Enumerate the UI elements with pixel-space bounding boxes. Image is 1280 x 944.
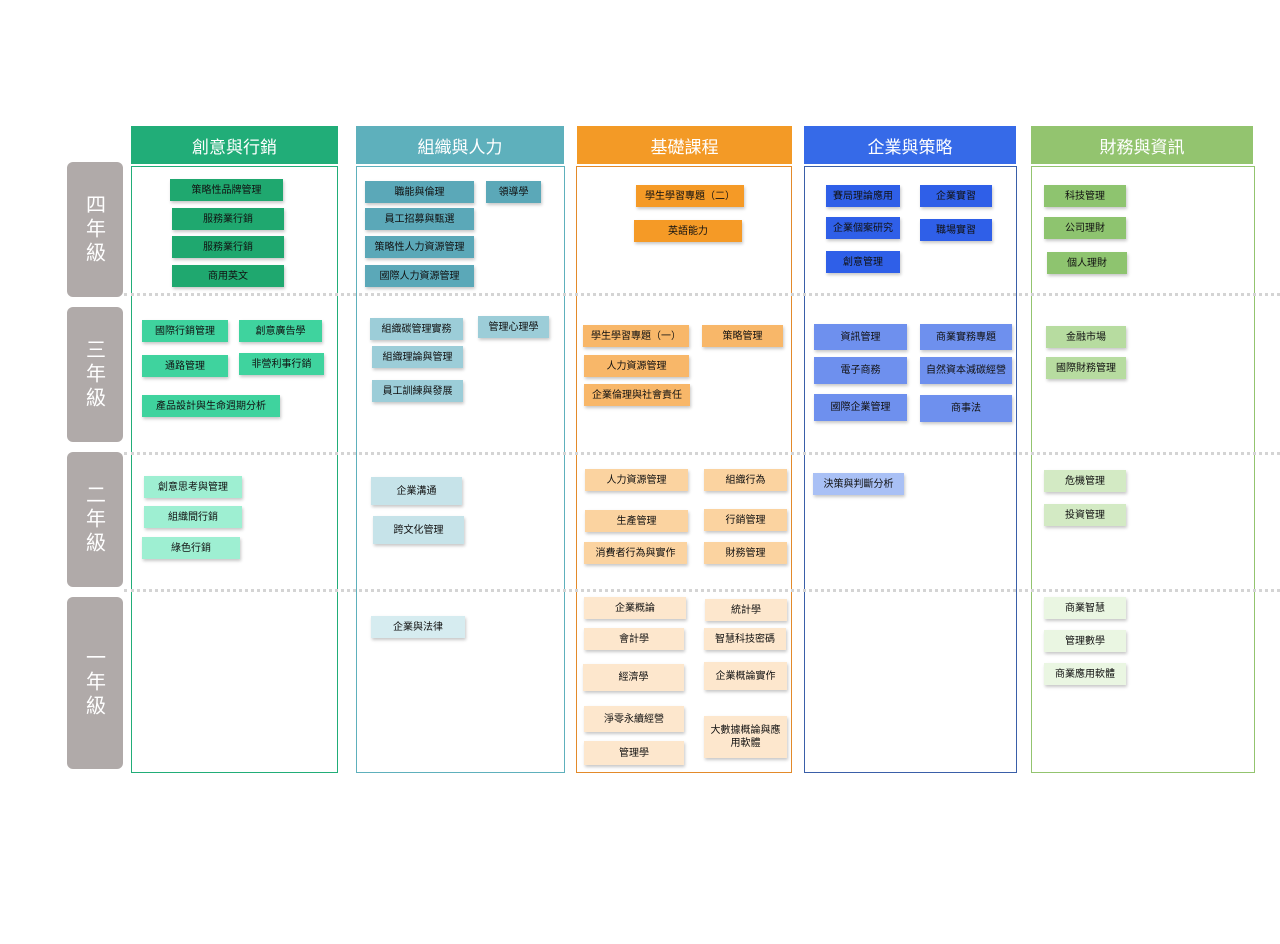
course-box: 員工訓練與發展	[372, 380, 463, 402]
column-header-creative-marketing: 創意與行銷	[131, 126, 338, 164]
course-box: 國際財務管理	[1046, 357, 1126, 379]
course-box: 生產管理	[585, 510, 688, 532]
course-box: 策略管理	[702, 325, 783, 347]
course-box: 統計學	[705, 599, 787, 621]
course-box: 賽局理論應用	[826, 185, 900, 207]
course-box: 商事法	[920, 395, 1012, 422]
course-box: 國際企業管理	[814, 394, 907, 421]
course-box: 人力資源管理	[585, 469, 688, 491]
course-box: 職場實習	[920, 219, 992, 241]
course-box: 組織間行銷	[144, 506, 242, 528]
course-box: 策略性品牌管理	[170, 179, 283, 201]
course-box: 創意管理	[826, 251, 900, 273]
column-header-organization-hr: 組織與人力	[356, 126, 564, 164]
course-box: 決策與判斷分析	[813, 473, 904, 495]
column-box-organization-hr	[356, 166, 565, 773]
course-box: 服務業行銷	[172, 208, 284, 230]
course-box: 商用英文	[172, 265, 284, 287]
course-box: 服務業行銷	[172, 236, 284, 258]
course-box: 投資管理	[1044, 504, 1126, 526]
course-box: 資訊管理	[814, 324, 907, 350]
course-box: 經濟學	[583, 664, 684, 691]
course-box: 自然資本減碳經營	[920, 357, 1012, 384]
course-box: 個人理財	[1047, 252, 1127, 274]
year-label-3: 三年級	[67, 307, 123, 442]
course-box: 策略性人力資源管理	[365, 236, 474, 258]
course-box: 領導學	[486, 181, 541, 203]
course-box: 創意思考與管理	[144, 476, 242, 498]
course-box: 管理學	[584, 741, 684, 765]
column-box-finance-info	[1031, 166, 1255, 773]
course-box: 職能與倫理	[365, 181, 474, 203]
course-box: 金融市場	[1046, 326, 1126, 348]
course-box: 管理數學	[1044, 630, 1126, 652]
course-box: 企業個案研究	[826, 217, 900, 239]
course-box: 公司理財	[1044, 217, 1126, 239]
column-box-enterprise-strategy	[804, 166, 1017, 773]
year-label-4: 四年級	[67, 162, 123, 297]
course-box: 商業實務專題	[920, 324, 1012, 350]
course-box: 國際人力資源管理	[365, 265, 474, 287]
course-box: 國際行銷管理	[142, 320, 228, 342]
year-label-2: 二年級	[67, 452, 123, 587]
course-box: 跨文化管理	[373, 516, 464, 544]
course-box: 創意廣告學	[239, 320, 322, 342]
course-box: 財務管理	[704, 542, 787, 564]
course-box: 學生學習專題（二）	[636, 185, 744, 207]
course-box: 智慧科技密碼	[704, 628, 786, 650]
column-box-creative-marketing	[131, 166, 338, 773]
divider-year-3-2	[124, 452, 1280, 455]
course-box: 組織理論與管理	[372, 346, 463, 368]
course-box: 產品設計與生命週期分析	[142, 395, 280, 417]
course-box: 商業智慧	[1044, 597, 1126, 619]
course-box: 企業實習	[920, 185, 992, 207]
course-box: 非營利事行銷	[239, 353, 324, 375]
course-box: 企業與法律	[371, 616, 465, 638]
course-box: 淨零永續經營	[584, 706, 684, 732]
course-box: 員工招募與甄選	[365, 208, 474, 230]
course-box: 危機管理	[1044, 470, 1126, 492]
divider-year-2-1	[124, 589, 1280, 592]
column-header-basic-courses: 基礎課程	[577, 126, 792, 164]
course-box: 電子商務	[814, 357, 907, 384]
divider-year-4-3	[124, 293, 1280, 296]
course-box: 會計學	[584, 628, 684, 650]
course-box: 商業應用軟體	[1044, 663, 1126, 685]
course-box: 組織行為	[704, 469, 787, 491]
course-box: 企業概論	[584, 597, 686, 619]
course-box: 管理心理學	[478, 316, 549, 338]
course-box: 學生學習專題（一）	[583, 325, 689, 347]
course-box: 消費者行為與實作	[584, 542, 687, 564]
course-box: 企業倫理與社會責任	[584, 384, 690, 406]
course-box: 通路管理	[142, 355, 228, 377]
column-header-finance-info: 財務與資訊	[1031, 126, 1253, 164]
course-box: 科技管理	[1044, 185, 1126, 207]
course-box: 企業溝通	[371, 477, 462, 505]
column-box-basic-courses	[576, 166, 792, 773]
course-box: 綠色行銷	[142, 537, 240, 559]
course-box: 人力資源管理	[584, 355, 689, 377]
year-label-1: 一年級	[67, 597, 123, 769]
course-box: 企業概論實作	[704, 662, 787, 690]
course-box: 大數據概論與應用軟體	[704, 716, 787, 758]
course-box: 英語能力	[634, 220, 742, 242]
course-box: 行銷管理	[704, 509, 787, 531]
column-header-enterprise-strategy: 企業與策略	[804, 126, 1016, 164]
course-box: 組織碳管理實務	[370, 318, 463, 340]
